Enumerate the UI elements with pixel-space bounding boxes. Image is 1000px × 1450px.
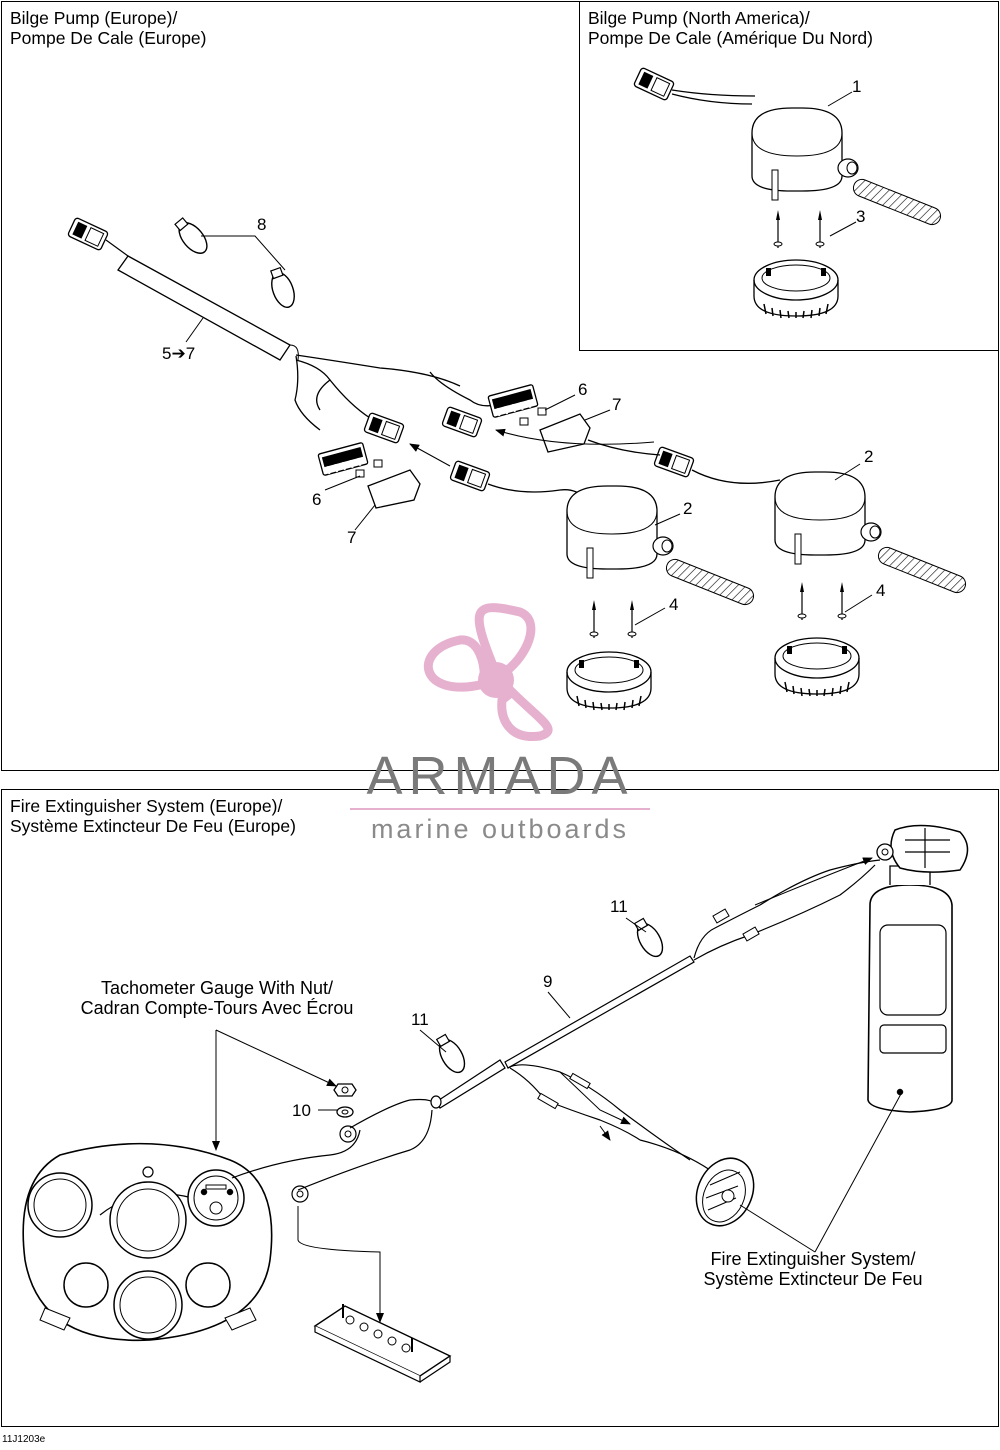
caption-fire-extinguisher-system: Fire Extinguisher System/ Système Extinc… xyxy=(672,1249,954,1289)
callout-1: 1 xyxy=(852,77,862,96)
panel-title-line-1: Bilge Pump (Europe)/ xyxy=(10,8,178,28)
fire-extinguisher-nut-washer xyxy=(333,1083,357,1118)
caption-line-2: Système Extincteur De Feu xyxy=(703,1269,923,1289)
panel-title-line-2: Pompe De Cale (Europe) xyxy=(10,28,207,48)
dashboard-gauge-cluster xyxy=(22,1142,273,1342)
bilge-europe-flow-arrows xyxy=(409,428,655,467)
callout-2-right: 2 xyxy=(864,447,874,466)
bilge-pump-right xyxy=(774,471,967,697)
panel-title-line-2: Pompe De Cale (Amérique Du Nord) xyxy=(588,28,873,48)
callout-2-left: 2 xyxy=(683,499,693,518)
fire-extinguisher-activation-plate xyxy=(695,1157,755,1227)
callout-7-upper: 7 xyxy=(612,395,622,414)
panel-fire-extinguisher-europe xyxy=(1,789,999,1427)
panel-title-line-2: Système Extincteur De Feu (Europe) xyxy=(10,816,296,836)
panel-bilge-north-america xyxy=(579,1,999,351)
caption-tachometer: Tachometer Gauge With Nut/ Cadran Compte… xyxy=(42,978,392,1018)
caption-line-1: Tachometer Gauge With Nut/ xyxy=(100,978,334,998)
callout-6-upper: 6 xyxy=(578,380,588,399)
caption-line-2: Cadran Compte-Tours Avec Écrou xyxy=(80,998,354,1018)
callout-9: 9 xyxy=(543,972,553,991)
caption-line-1: Fire Extinguisher System/ xyxy=(710,1249,916,1269)
callout-6-lower: 6 xyxy=(312,490,322,509)
bilge-europe-leader-lines xyxy=(185,235,873,626)
callout-3: 3 xyxy=(856,207,866,226)
panel-title-bilge-north-america: Bilge Pump (North America)/ Pompe De Cal… xyxy=(588,8,873,48)
callout-5-7: 5➔7 xyxy=(162,344,196,363)
panel-title-line-1: Fire Extinguisher System (Europe)/ xyxy=(10,796,283,816)
watermark-tagline: marine outboards xyxy=(370,814,630,844)
callout-8: 8 xyxy=(257,215,267,234)
panel-bilge-europe xyxy=(1,1,999,771)
callout-7-lower: 7 xyxy=(347,528,357,547)
terminal-bar xyxy=(313,1304,452,1383)
bilge-pump-north-america xyxy=(632,66,942,319)
figure-code: 11J1203e xyxy=(2,1434,46,1445)
panel-title-fire-europe: Fire Extinguisher System (Europe)/ Systè… xyxy=(10,796,296,836)
fire-extinguisher-bottle xyxy=(867,824,969,1113)
armada-propeller-logo xyxy=(424,603,553,741)
watermark-brand: ARMADA xyxy=(366,746,634,806)
callout-11-upper: 11 xyxy=(610,897,628,916)
bilge-pump-left xyxy=(566,485,755,711)
callout-10: 10 xyxy=(292,1101,311,1120)
watermark-divider xyxy=(350,808,650,810)
fire-extinguisher-harness xyxy=(231,859,881,1203)
panel-title-bilge-europe: Bilge Pump (Europe)/ Pompe De Cale (Euro… xyxy=(10,8,206,48)
fire-extinguisher-leader-lines xyxy=(212,857,903,1323)
bilge-europe-harness xyxy=(66,216,781,509)
callout-4-left: 4 xyxy=(669,595,679,614)
bilge-north-america-leader-lines xyxy=(827,91,857,237)
panel-title-line-1: Bilge Pump (North America)/ xyxy=(588,8,810,28)
callout-4-right: 4 xyxy=(876,581,886,600)
callout-11-lower: 11 xyxy=(411,1010,429,1029)
